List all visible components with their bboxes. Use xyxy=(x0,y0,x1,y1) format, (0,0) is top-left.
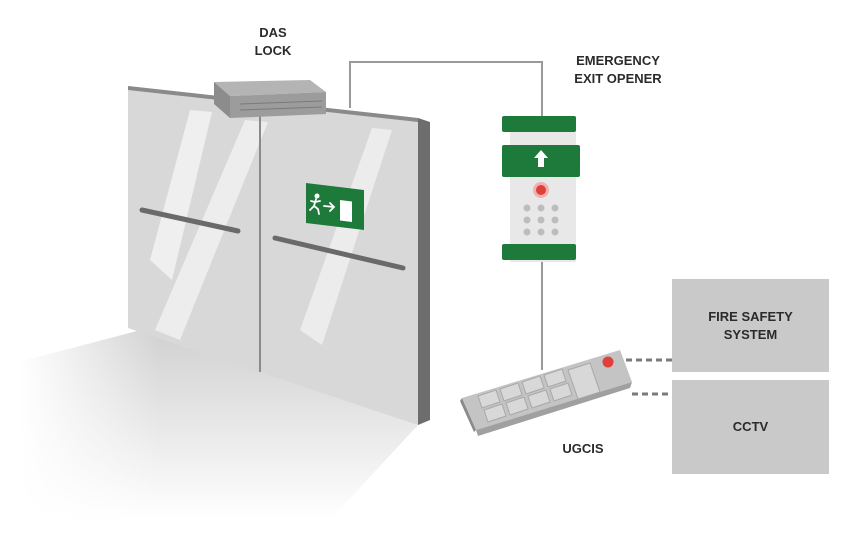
running-man-exit-icon xyxy=(309,193,352,222)
red-button-icon xyxy=(533,182,549,198)
das-lock-label: DAS LOCK xyxy=(254,25,292,58)
ugcis-red-button-icon xyxy=(602,356,614,368)
fire-safety-system-box: FIRE SAFETY SYSTEM xyxy=(672,279,829,372)
ugcis-label: UGCIS xyxy=(562,441,604,456)
fire-safety-system-label: FIRE SAFETY SYSTEM xyxy=(708,308,793,342)
wiring xyxy=(349,61,672,396)
emergency-exit-opener-device xyxy=(502,116,580,262)
exit-sign xyxy=(306,183,364,230)
emergency-exit-opener-label: EMERGENCY EXIT OPENER xyxy=(574,53,662,86)
ugcis-device xyxy=(460,350,632,436)
das-lock-device xyxy=(214,80,326,118)
door-wall xyxy=(128,86,430,425)
cctv-label: CCTV xyxy=(732,419,769,434)
keypad-dots xyxy=(523,204,559,236)
cctv-box: CCTV xyxy=(672,380,829,474)
up-arrow-icon xyxy=(534,150,548,167)
floor xyxy=(20,328,418,520)
